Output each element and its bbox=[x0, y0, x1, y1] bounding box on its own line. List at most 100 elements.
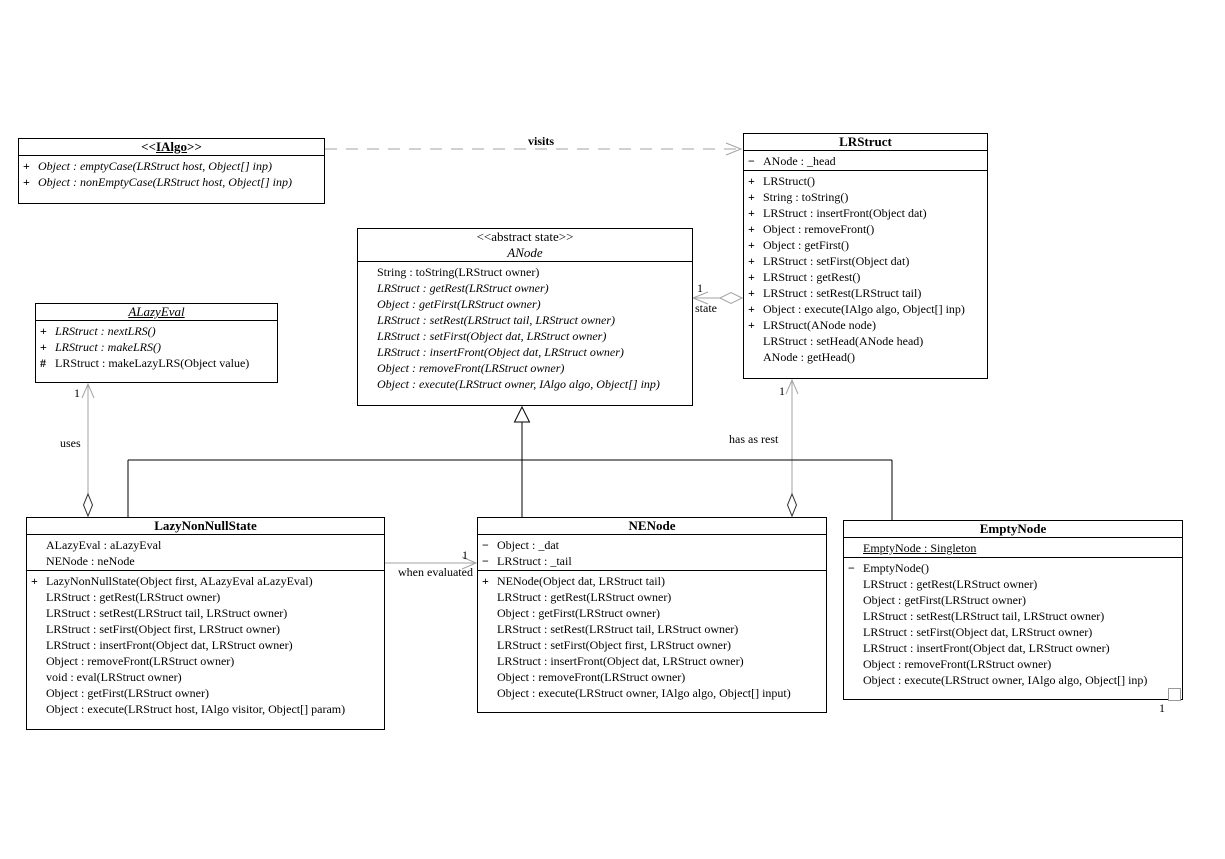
member-row: +LRStruct : makeLRS() bbox=[36, 339, 277, 355]
visibility-marker bbox=[358, 264, 377, 280]
generalization-lines bbox=[127, 405, 893, 520]
visibility-marker: + bbox=[23, 175, 30, 189]
member-text: NENode(Object dat, LRStruct tail) bbox=[497, 574, 665, 588]
member-row: ALazyEval : aLazyEval bbox=[27, 537, 384, 553]
visibility-marker bbox=[27, 637, 46, 653]
class-title-lrstruct: LRStruct bbox=[744, 134, 987, 151]
member-row: +LRStruct : setRest(LRStruct tail) bbox=[744, 285, 987, 301]
visibility-marker bbox=[27, 605, 46, 621]
visibility-marker: + bbox=[40, 324, 47, 338]
visibility-marker bbox=[478, 685, 497, 701]
visibility-marker bbox=[358, 376, 377, 392]
member-row: + LRStruct : getRest() bbox=[744, 269, 987, 285]
member-text: Object : execute(IAlgo algo, Object[] in… bbox=[763, 302, 965, 316]
member-text: Object : nonEmptyCase(LRStruct host, Obj… bbox=[38, 175, 292, 189]
class-name: NENode bbox=[628, 518, 676, 533]
visibility-marker bbox=[844, 624, 863, 640]
member-text: LRStruct : nextLRS() bbox=[55, 324, 156, 338]
member-text: LRStruct : setHead(ANode head) bbox=[763, 334, 924, 348]
member-row: LRStruct : insertFront(Object dat, LRStr… bbox=[844, 640, 1182, 656]
member-row: EmptyNode : Singleton bbox=[844, 540, 1182, 556]
class-name: ANode bbox=[507, 245, 543, 260]
visibility-marker bbox=[27, 537, 46, 553]
member-text: Object : getFirst(LRStruct owner) bbox=[497, 606, 660, 620]
attributes-compartment: EmptyNode : Singleton bbox=[844, 538, 1182, 558]
member-row: +Object : emptyCase(LRStruct host, Objec… bbox=[19, 158, 324, 174]
member-row: Object : execute(LRStruct host, IAlgo vi… bbox=[27, 701, 384, 717]
member-text: LRStruct : setRest(LRStruct tail, LRStru… bbox=[863, 609, 1105, 623]
member-text: LRStruct : getRest() bbox=[763, 270, 861, 284]
class-name: EmptyNode bbox=[979, 521, 1047, 536]
member-text: LRStruct : setFirst(Object first, LRStru… bbox=[46, 622, 280, 636]
class-name: IAlgo bbox=[155, 139, 188, 154]
member-row: Object : removeFront(LRStruct owner) bbox=[844, 656, 1182, 672]
member-row: LRStruct : setFirst(Object dat, LRStruct… bbox=[358, 328, 692, 344]
class-box-anode: <<abstract state>> ANode String : toStri… bbox=[357, 228, 693, 406]
member-row: Object : removeFront(LRStruct owner) bbox=[478, 669, 826, 685]
member-text: LRStruct : getRest(LRStruct owner) bbox=[46, 590, 221, 604]
member-row: LRStruct : insertFront(Object dat, LRStr… bbox=[27, 637, 384, 653]
member-text: String : toString() bbox=[763, 190, 849, 204]
member-text: LRStruct : insertFront(Object dat, LRStr… bbox=[863, 641, 1110, 655]
member-text: LRStruct : insertFront(Object dat, LRStr… bbox=[497, 654, 744, 668]
member-text: LazyNonNullState(Object first, ALazyEval… bbox=[46, 574, 313, 588]
visibility-marker bbox=[478, 621, 497, 637]
visits-dependency-line bbox=[325, 142, 743, 156]
member-text: LRStruct(ANode node) bbox=[763, 318, 876, 332]
member-row: + LRStruct(ANode node) bbox=[744, 317, 987, 333]
visibility-marker bbox=[844, 672, 863, 688]
state-association-line bbox=[691, 291, 744, 305]
visibility-marker bbox=[27, 701, 46, 717]
member-text: ALazyEval : aLazyEval bbox=[46, 538, 162, 552]
visibility-marker: + bbox=[748, 270, 755, 284]
member-row: NENode : neNode bbox=[27, 553, 384, 569]
member-row: LRStruct : setFirst(Object first, LRStru… bbox=[478, 637, 826, 653]
member-text: Object : execute(LRStruct owner, IAlgo a… bbox=[377, 377, 660, 391]
member-text: Object : removeFront(LRStruct owner) bbox=[497, 670, 686, 684]
class-box-lrstruct: LRStruct −ANode : _head +LRStruct() + Stri… bbox=[743, 133, 988, 379]
member-row: Object : getFirst(LRStruct owner) bbox=[478, 605, 826, 621]
visibility-marker: + bbox=[748, 254, 755, 268]
member-text: void : eval(LRStruct owner) bbox=[46, 670, 182, 684]
member-text: LRStruct : makeLRS() bbox=[55, 340, 161, 354]
state-multiplicity: 1 bbox=[697, 281, 703, 295]
member-text: LRStruct : setRest(LRStruct tail, LRStru… bbox=[46, 606, 288, 620]
visibility-marker bbox=[844, 608, 863, 624]
class-title-lazynonnullstate: LazyNonNullState bbox=[27, 518, 384, 535]
member-text: LRStruct : insertFront(Object dat) bbox=[763, 206, 927, 220]
member-text: Object : emptyCase(LRStruct host, Object… bbox=[38, 159, 272, 173]
member-text: LRStruct : getRest(LRStruct owner) bbox=[497, 590, 672, 604]
member-row: Object : getFirst(LRStruct owner) bbox=[358, 296, 692, 312]
member-row: Object : getFirst(LRStruct owner) bbox=[27, 685, 384, 701]
member-row: + Object : execute(IAlgo algo, Object[] i… bbox=[744, 301, 987, 317]
visibility-marker: + bbox=[748, 206, 755, 220]
member-row: LRStruct : setRest(LRStruct tail, LRStru… bbox=[27, 605, 384, 621]
visibility-marker: + bbox=[748, 302, 755, 316]
class-title-anode: <<abstract state>> ANode bbox=[358, 229, 692, 262]
visibility-marker bbox=[744, 333, 763, 349]
member-row: −EmptyNode() bbox=[844, 560, 1182, 576]
member-text: LRStruct : setFirst(Object dat, LRStruct… bbox=[863, 625, 1093, 639]
visibility-marker bbox=[478, 637, 497, 653]
visibility-marker: − bbox=[482, 554, 489, 568]
visibility-marker bbox=[358, 344, 377, 360]
member-text: String : toString(LRStruct owner) bbox=[377, 265, 540, 279]
member-row: String : toString(LRStruct owner) bbox=[358, 264, 692, 280]
methods-compartment: +NENode(Object dat, LRStruct tail)LRStru… bbox=[478, 571, 826, 712]
member-row: +LRStruct : setFirst(Object dat) bbox=[744, 253, 987, 269]
member-row: LRStruct : getRest(LRStruct owner) bbox=[27, 589, 384, 605]
attributes-compartment: −ANode : _head bbox=[744, 151, 987, 171]
member-text: LRStruct : getRest(LRStruct owner) bbox=[863, 577, 1038, 591]
visibility-marker bbox=[358, 296, 377, 312]
class-box-ialgo: <<IAlgo>> +Object : emptyCase(LRStruct h… bbox=[18, 138, 325, 204]
member-text: Object : getFirst(LRStruct owner) bbox=[863, 593, 1026, 607]
member-text: LRStruct : _tail bbox=[497, 554, 572, 568]
singleton-self-anchor bbox=[1168, 688, 1181, 701]
visibility-marker: + bbox=[748, 318, 755, 332]
member-row: +LRStruct() bbox=[744, 173, 987, 189]
member-row: LRStruct : getRest(LRStruct owner) bbox=[844, 576, 1182, 592]
member-text: Object : removeFront(LRStruct owner) bbox=[377, 361, 565, 375]
